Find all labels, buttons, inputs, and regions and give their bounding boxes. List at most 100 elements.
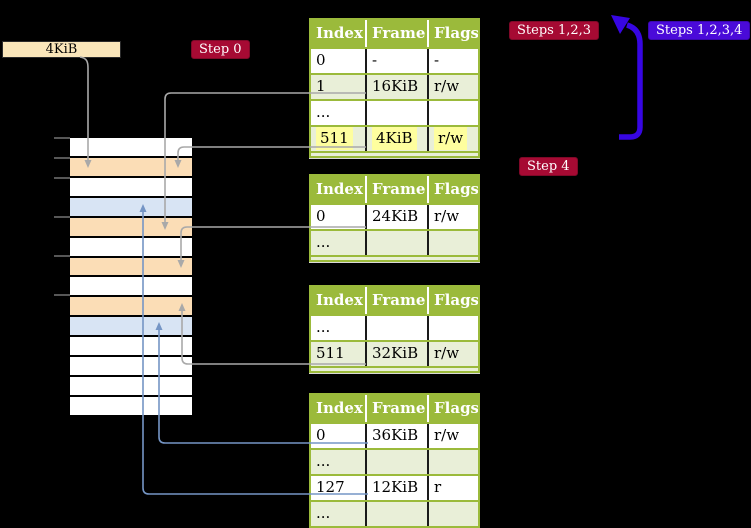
table-cell: [427, 101, 478, 125]
table-cell: ...: [316, 233, 331, 251]
column-header: Flags: [427, 20, 478, 47]
table-row: ...: [311, 101, 478, 125]
column-header: Frame: [365, 20, 427, 47]
frame-size-label-box: 4KiB: [2, 41, 121, 58]
table-cell: r/w: [427, 127, 478, 151]
table-cell: -: [365, 49, 427, 73]
table-cell: 36KiB: [365, 424, 427, 448]
highlighted-value: 4KiB: [372, 127, 417, 150]
column-header: Frame: [365, 395, 427, 422]
memory-frame-row-white: [70, 277, 192, 296]
table-row: ...: [311, 450, 478, 474]
column-header: Index: [316, 291, 363, 309]
table-cell: -: [427, 49, 478, 73]
memory-frame-row-white: [70, 237, 192, 256]
memory-address-tick: [54, 157, 70, 159]
memory-address-tick: [54, 255, 70, 257]
table-cell: 511: [316, 344, 345, 362]
table-cell: r: [427, 476, 478, 500]
column-header: Index: [316, 24, 363, 42]
table-cell: 12KiB: [365, 476, 427, 500]
table-cell: 4KiB: [365, 127, 427, 151]
table-cell: r/w: [427, 75, 478, 99]
table-row: ...: [311, 231, 478, 255]
table-cell: r/w: [427, 342, 478, 366]
memory-address-tick: [54, 137, 70, 139]
table-row: ...: [311, 316, 478, 340]
table-cutoff-sliver: [311, 153, 478, 156]
column-header: Frame: [365, 287, 427, 314]
table-cell: 0: [316, 207, 326, 225]
table-cell: r/w: [427, 424, 478, 448]
column-header: Index: [316, 180, 363, 198]
memory-address-tick: [54, 216, 70, 218]
table-cell: ...: [316, 103, 331, 121]
table-cell: 0: [316, 51, 326, 69]
table-cell: [365, 231, 427, 255]
table-cell: ...: [316, 318, 331, 336]
column-header: Index: [316, 399, 363, 417]
table-cell: 32KiB: [365, 342, 427, 366]
memory-address-tick: [54, 294, 70, 296]
table-cell: [427, 316, 478, 340]
table-cell: [427, 502, 478, 526]
arrow-recursive-loop: [611, 15, 643, 140]
table-cell: 24KiB: [365, 205, 427, 229]
table-cell: [365, 450, 427, 474]
table-cell: 1: [316, 77, 326, 95]
memory-address-tick: [54, 177, 70, 179]
column-header: Flags: [427, 287, 478, 314]
table-cell: [365, 502, 427, 526]
memory-frame-row-orange: [70, 157, 192, 176]
memory-frame-row-white: [70, 357, 192, 376]
column-header: Flags: [427, 395, 478, 422]
table-cell: r/w: [427, 205, 478, 229]
memory-frame-row-white: [70, 377, 192, 395]
memory-frame-row-orange: [70, 217, 192, 236]
highlighted-value: 511: [316, 127, 353, 150]
table-cell: [427, 450, 478, 474]
table-cell: 0: [316, 426, 326, 444]
frame-size-label: 4KiB: [45, 42, 78, 57]
table-row: ...: [311, 502, 478, 526]
memory-frame-row-white: [70, 138, 192, 156]
memory-frame-row-orange: [70, 297, 192, 316]
table-cell: [365, 101, 427, 125]
table-cell: ...: [316, 452, 331, 470]
steps-123-badge: Steps 1,2,3: [509, 21, 600, 40]
table-cell: [365, 316, 427, 340]
memory-frame-row-white: [70, 396, 192, 415]
physical-memory-column: [70, 138, 192, 415]
table-row: 0 --: [311, 49, 478, 73]
table-cutoff-sliver: [311, 257, 478, 260]
memory-frame-row-white: [70, 337, 192, 356]
memory-frame-row-blue: [70, 317, 192, 336]
memory-frame-row-white: [70, 177, 192, 196]
highlighted-value: r/w: [434, 127, 468, 150]
step-4-badge: Step 4: [519, 157, 578, 176]
table-cell: 16KiB: [365, 75, 427, 99]
column-header: Flags: [427, 176, 478, 203]
table-cell: 127: [316, 478, 345, 496]
table-cutoff-sliver: [311, 368, 478, 371]
table-cell: ...: [316, 504, 331, 522]
memory-frame-row-blue: [70, 197, 192, 216]
table-row: 511 4KiB r/w: [311, 127, 478, 151]
steps-1234-badge: Steps 1,2,3,4: [648, 21, 751, 40]
memory-frame-row-orange: [70, 257, 192, 276]
column-header: Frame: [365, 176, 427, 203]
